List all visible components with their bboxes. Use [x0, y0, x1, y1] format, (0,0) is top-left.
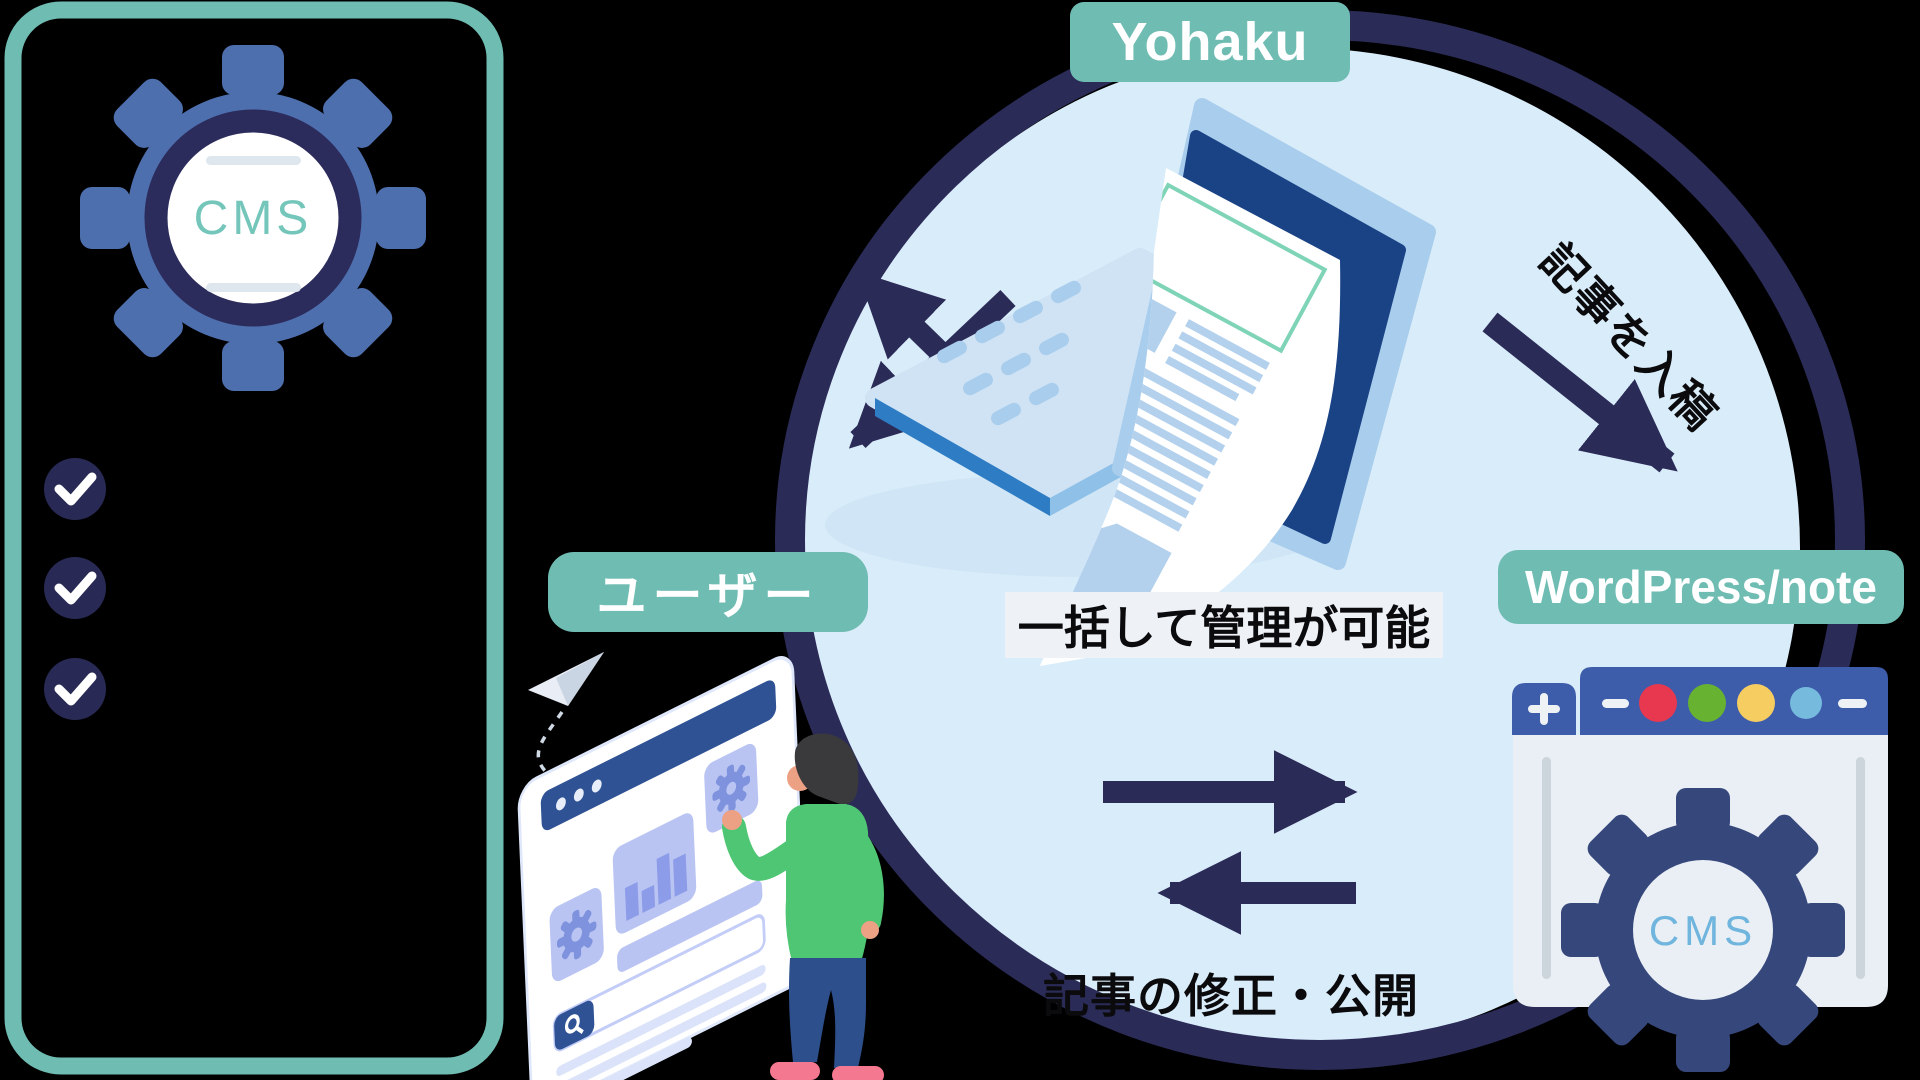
- minus-icon: [1838, 699, 1867, 708]
- user-label: ユーザー: [548, 552, 868, 632]
- yohaku-label: Yohaku: [1070, 2, 1350, 82]
- hand: [722, 810, 742, 830]
- cms-badge-text-left: CMS: [194, 192, 313, 245]
- blue-dot: [1790, 687, 1822, 719]
- publish-arrows: [1103, 750, 1358, 935]
- check-icon: [44, 557, 106, 619]
- plus-icon: [1528, 693, 1560, 725]
- submit-arrow: [1482, 312, 1678, 473]
- minus-icon: [1602, 699, 1629, 708]
- cms-gear-icon: CMS: [80, 45, 426, 391]
- shoe: [770, 1062, 820, 1080]
- gear-icon: [556, 909, 597, 960]
- check-icon: [44, 458, 106, 520]
- torso: [785, 804, 870, 962]
- user-browser-illustration: [517, 652, 884, 1080]
- green-dot: [1688, 684, 1726, 722]
- paper-plane-icon: [528, 652, 604, 774]
- yellow-dot: [1737, 684, 1775, 722]
- gear-icon: [712, 764, 751, 812]
- manage-caption: 一括して管理が可能: [1005, 592, 1443, 658]
- check-icon: [44, 658, 106, 720]
- magnifier-icon: [564, 1014, 584, 1035]
- hair: [794, 733, 859, 805]
- shoe: [832, 1066, 884, 1080]
- person-illustration: [722, 733, 884, 1080]
- search-bar: [552, 914, 766, 1052]
- laptop-illustration: [825, 98, 1436, 666]
- wordpress-browser: CMS: [1512, 667, 1888, 1072]
- jeans: [789, 958, 866, 1068]
- left-panel: CMS: [4, 1, 504, 1075]
- publish-caption: 記事の修正・公開: [1043, 970, 1419, 1022]
- checklist: [44, 458, 106, 720]
- wordpress-label: WordPress/note: [1498, 550, 1904, 624]
- cms-gear-icon: CMS: [1561, 788, 1845, 1072]
- red-dot: [1639, 684, 1677, 722]
- cms-badge-text-right: CMS: [1649, 907, 1757, 954]
- browser-titlebar: [540, 680, 777, 831]
